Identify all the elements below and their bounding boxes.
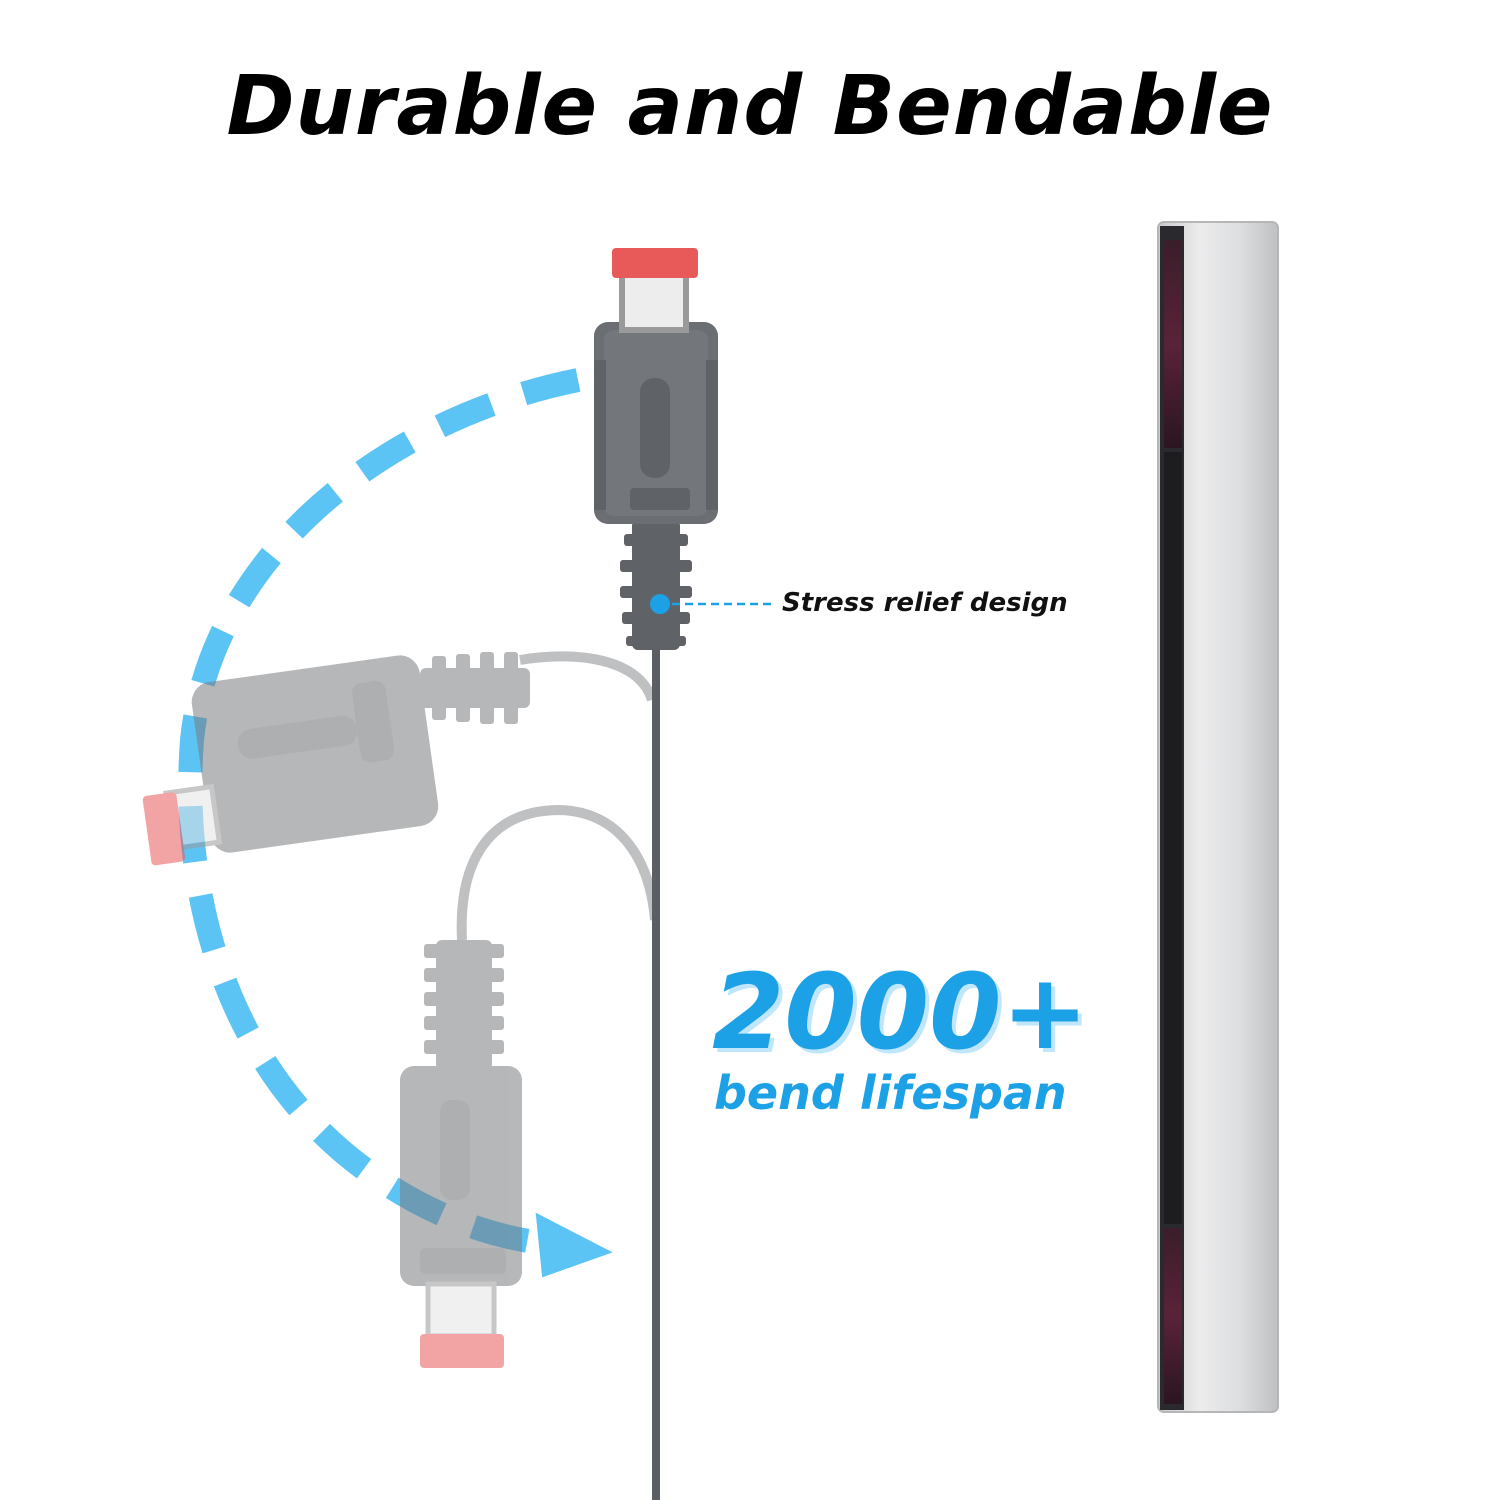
stress-relief-label: Stress relief design bbox=[782, 588, 1068, 618]
page-title: Durable and Bendable bbox=[226, 59, 1274, 154]
faded-cable-down bbox=[400, 804, 660, 1368]
bend-count-value: 2000+ bbox=[712, 951, 1089, 1073]
stress-relief-callout-line bbox=[650, 594, 774, 614]
sensor-bar-icon bbox=[1157, 221, 1279, 1413]
faded-cable-horizontal bbox=[142, 651, 657, 866]
sensor-cable-plug-icon bbox=[594, 248, 718, 1500]
bend-count-label: bend lifespan bbox=[714, 1066, 1067, 1120]
